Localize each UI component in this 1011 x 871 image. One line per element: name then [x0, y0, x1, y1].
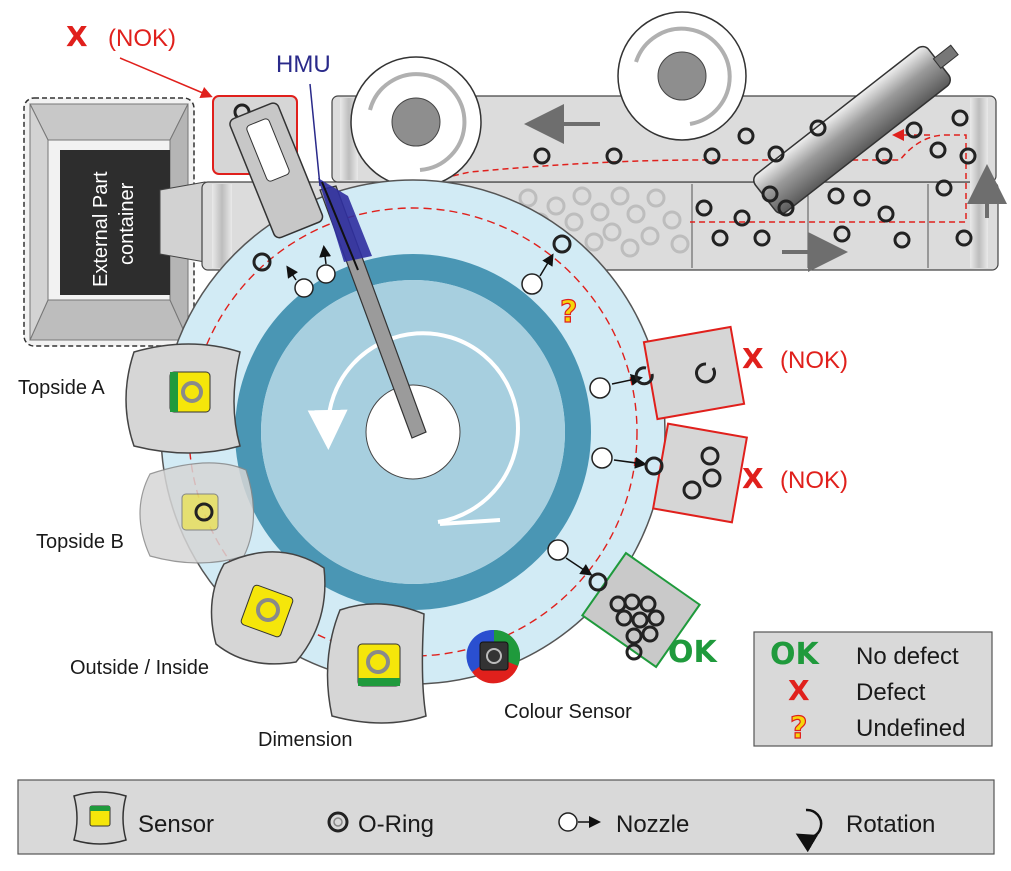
- rotation-icon: [795, 808, 823, 853]
- feeder-wheel-left: [350, 56, 482, 188]
- undefined-station: ?: [521, 234, 578, 331]
- topside-b-label: Topside B: [36, 531, 124, 553]
- nok-bin-1: [589, 325, 746, 421]
- nok-top-label: (NOK): [108, 25, 176, 52]
- undefined-mark: ?: [560, 295, 577, 330]
- feeder-wheel-right: [617, 11, 747, 141]
- nok-top-x: X: [66, 20, 88, 53]
- outside-inside-label: Outside / Inside: [70, 657, 209, 679]
- legend-sensor-label: Sensor: [138, 811, 214, 838]
- sensor-icon: [73, 791, 127, 845]
- symbol-legend: Sensor O-Ring Nozzle Rotation: [17, 779, 995, 855]
- nok-right-2-label: (NOK): [780, 467, 848, 494]
- dimension-label: Dimension: [258, 729, 352, 751]
- legend-defect-symbol: X: [788, 674, 810, 707]
- hmu-nozzles: [252, 245, 336, 298]
- sensor-station-outside-inside: [210, 551, 326, 665]
- legend-undefined-symbol: ?: [790, 711, 807, 746]
- nok-right-2-x: X: [742, 462, 764, 495]
- status-legend: OK No defect X Defect ? Undefined: [753, 631, 993, 747]
- legend-rotation-label: Rotation: [846, 811, 935, 838]
- table-rotation-arrow: [307, 331, 520, 524]
- legend-ok-symbol: OK: [770, 637, 821, 672]
- external-part-container: External Part container: [23, 97, 206, 347]
- sensor-station-dimension: [326, 603, 427, 724]
- legend-o-ring-label: O-Ring: [358, 811, 434, 838]
- sensor-station-topside-a: [125, 343, 241, 454]
- legend-undefined-label: Undefined: [856, 715, 965, 742]
- hmu-arm: [229, 102, 427, 439]
- sensor-station-topside-b: [139, 462, 255, 564]
- colour-sensor-label: Colour Sensor: [504, 701, 632, 723]
- legend-defect-label: Defect: [856, 679, 926, 706]
- nozzle-icon: [558, 812, 601, 832]
- container-label-line1: External Part: [90, 171, 112, 287]
- legend-ok-label: No defect: [856, 643, 959, 670]
- ok-bin-label: OK: [668, 635, 719, 670]
- ok-bin: [547, 539, 702, 669]
- hmu-label: HMU: [276, 51, 331, 78]
- colour-sensor: [466, 629, 520, 684]
- legend-nozzle-label: Nozzle: [616, 811, 689, 838]
- container-label-line2: container: [116, 182, 138, 265]
- nok-right-1-label: (NOK): [780, 347, 848, 374]
- o-ring-icon: [327, 811, 349, 833]
- nok-right-1-x: X: [742, 342, 764, 375]
- nok-bin-2: [591, 422, 749, 524]
- topside-a-label: Topside A: [18, 377, 105, 399]
